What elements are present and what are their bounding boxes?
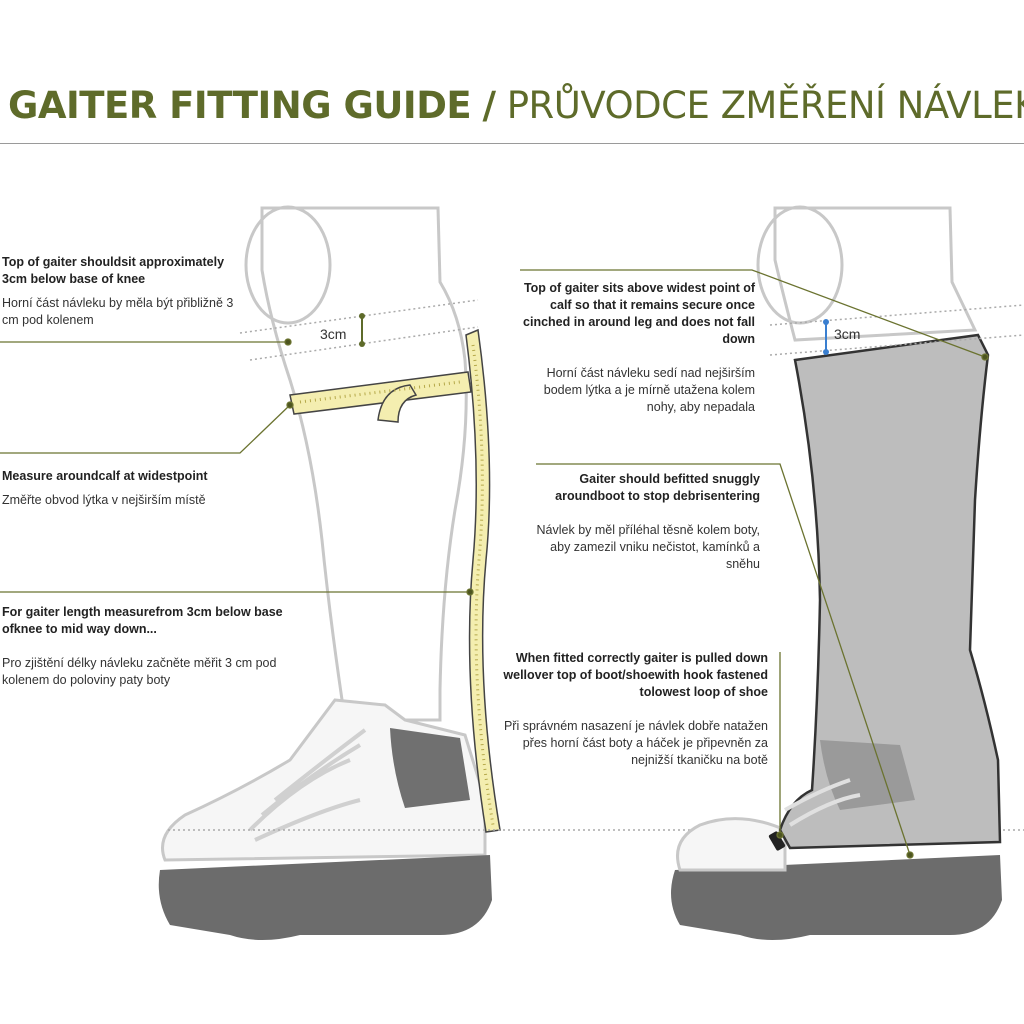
page-title: GAITER FITTING GUIDE / PRŮVODCE ZMĚŘENÍ …: [8, 84, 1024, 127]
note-knee-position-en: Top of gaiter shouldsit approximately 3c…: [2, 255, 225, 286]
title-separator: /: [482, 84, 496, 127]
note-calf-measure: Measure aroundcalf at widestpoint Změřte…: [2, 468, 242, 509]
gaiter-hook-icon: [768, 831, 786, 851]
right-boot-toe: [676, 817, 787, 872]
leader-top-right: [520, 269, 986, 358]
leader-calf-left-dot: [286, 401, 294, 409]
note-gaiter-hook-cz: Při správném nasazení je návlek dobře na…: [503, 719, 768, 767]
title-english: GAITER FITTING GUIDE: [8, 84, 472, 127]
right-3cm-dot-bottom: [823, 349, 829, 355]
note-gaiter-snug-en: Gaiter should befitted snuggly aroundboo…: [555, 472, 760, 503]
left-boot-cuff: [390, 728, 470, 808]
left-3cm-dot-bottom: [359, 341, 365, 347]
calf-tape-ticks: [299, 380, 461, 404]
right-boot-illustration: [671, 817, 1002, 940]
left-knee-outline: [244, 205, 332, 325]
note-gaiter-hook-en: When fitted correctly gaiter is pulled d…: [503, 651, 768, 699]
right-leg-illustration: [756, 205, 978, 342]
left-boot-laces: [248, 728, 367, 842]
calf-measuring-tape: [289, 371, 472, 423]
right-leg-outline: [773, 206, 978, 342]
note-gaiter-top-en: Top of gaiter sits above widest point of…: [523, 281, 755, 346]
note-calf-measure-en: Measure aroundcalf at widestpoint: [2, 469, 208, 483]
right-3cm-dot-top: [823, 319, 829, 325]
leader-top-right-dot: [981, 353, 989, 361]
gaiter-boot-shadow: [820, 740, 915, 810]
title-czech: PRŮVODCE ZMĚŘENÍ NÁVLEKU: [506, 84, 1024, 127]
gaiter-shape: [778, 333, 1002, 850]
left-boot-sole: [158, 855, 492, 940]
note-knee-position: Top of gaiter shouldsit approximately 3c…: [2, 254, 247, 329]
note-length-measure-en: For gaiter length measurefrom 3cm below …: [2, 605, 283, 636]
note-calf-measure-cz: Změřte obvod lýtka v nejširším místě: [2, 493, 206, 507]
note-gaiter-hook: When fitted correctly gaiter is pulled d…: [488, 650, 768, 769]
note-knee-position-cz: Horní část návleku by měla být přibližně…: [2, 296, 234, 327]
left-leg-outline: [260, 206, 468, 722]
right-3cm-label: 3cm: [834, 326, 860, 342]
right-boot-laces: [784, 778, 861, 827]
left-knee-guide-upper: [239, 299, 479, 334]
leader-hook-right-dot: [776, 831, 784, 839]
left-boot-illustration: [158, 698, 492, 940]
length-tape-ticks: [471, 344, 495, 826]
title-divider: [0, 143, 1024, 144]
left-3cm-dot-top: [359, 313, 365, 319]
note-gaiter-top: Top of gaiter sits above widest point of…: [512, 280, 755, 416]
note-gaiter-snug-cz: Návlek by měl příléhal těsně kolem boty,…: [536, 523, 760, 571]
right-boot-sole: [671, 855, 1002, 940]
leader-calf-left: [0, 404, 291, 454]
length-measuring-tape: [465, 328, 501, 833]
calf-tape-curl: [377, 384, 418, 423]
note-gaiter-top-cz: Horní část návleku sedí nad nejširším bo…: [543, 366, 755, 414]
left-3cm-label: 3cm: [320, 326, 346, 342]
leader-snug-right: [536, 463, 911, 856]
leader-length-left-dot: [466, 588, 474, 596]
note-gaiter-snug: Gaiter should befitted snuggly aroundboo…: [528, 471, 760, 573]
leader-lines: [0, 269, 989, 859]
leader-knee-left-dot: [284, 338, 292, 346]
length-tape-band: [465, 328, 501, 833]
note-length-measure: For gaiter length measurefrom 3cm below …: [2, 604, 287, 689]
leader-snug-right-dot: [906, 851, 914, 859]
note-length-measure-cz: Pro zjištění délky návleku začněte měřit…: [2, 656, 277, 687]
